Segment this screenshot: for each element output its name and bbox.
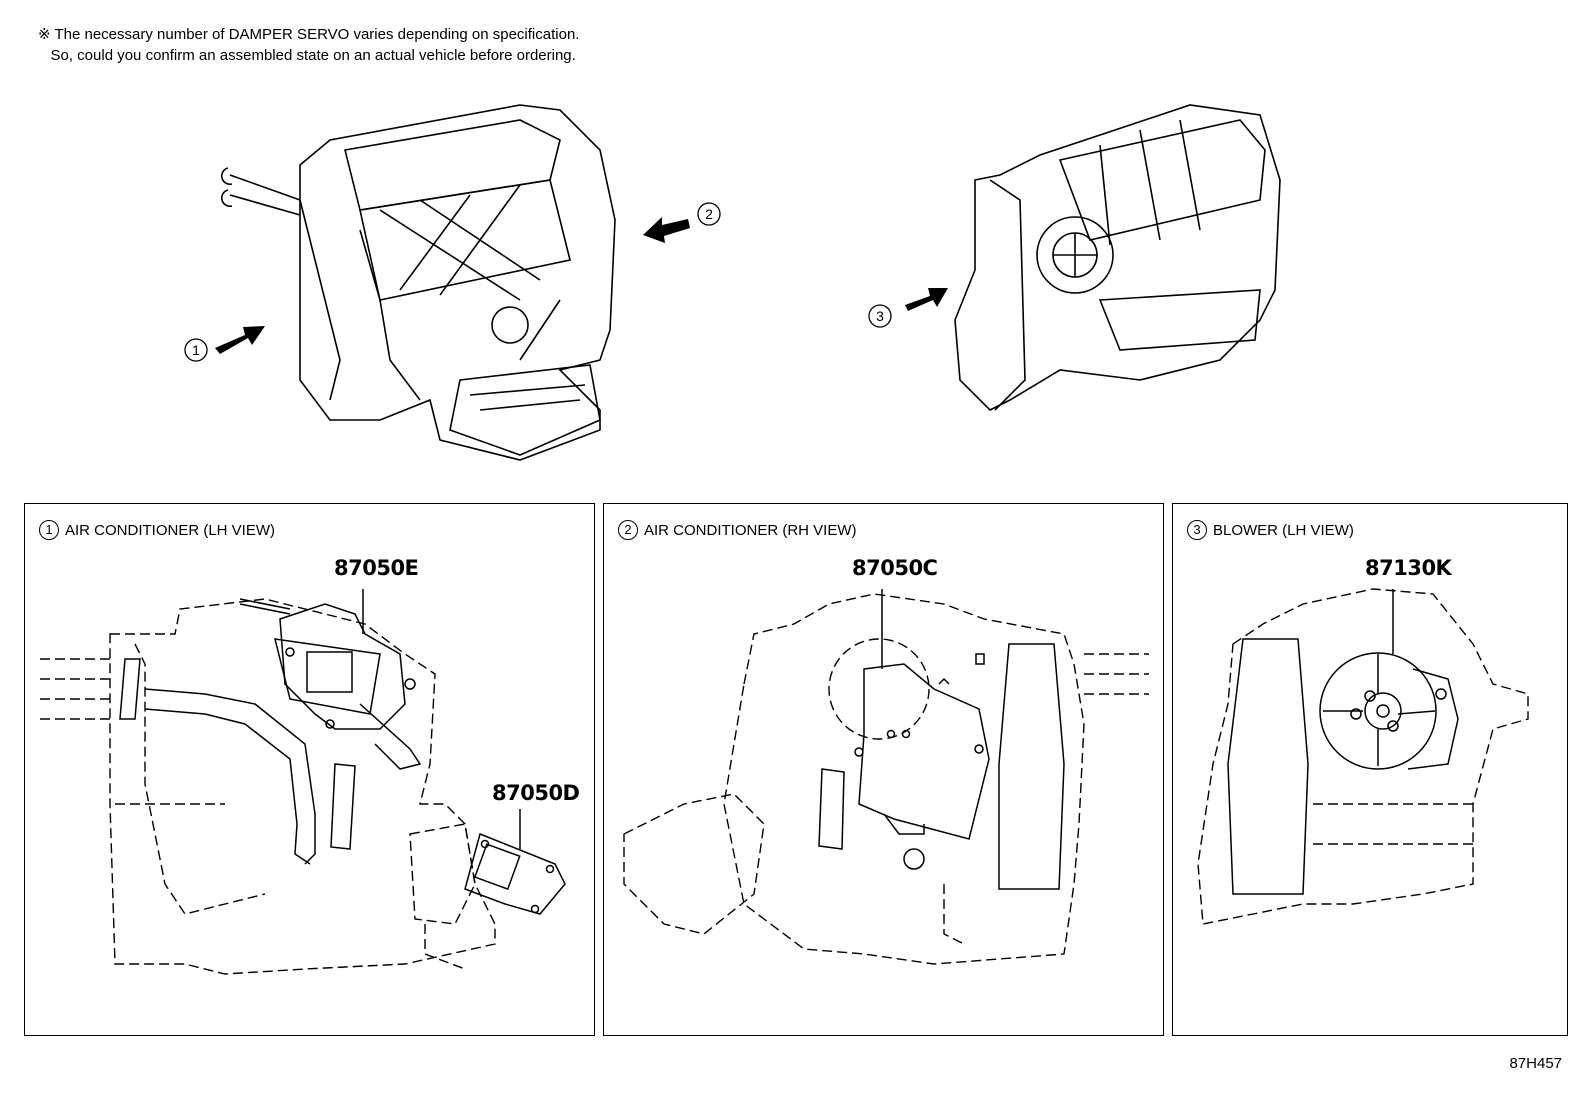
panel-3-drawing (1197, 588, 1529, 925)
diagram-code: 87H457 (1509, 1055, 1562, 1072)
part-number-87130K[interactable]: 87130K (1365, 556, 1452, 580)
part-number-87050D[interactable]: 87050D (492, 781, 580, 805)
overview-illustration: 1 2 3 (184, 104, 1281, 461)
panel-blower-lh: 3 BLOWER (LH VIEW) 87130K (1172, 503, 1568, 1036)
panel-1-title: 1 AIR CONDITIONER (LH VIEW) (39, 520, 275, 540)
panel-air-conditioner-lh: 1 AIR CONDITIONER (LH VIEW) (24, 503, 595, 1036)
callout-3: 3 (876, 308, 884, 324)
panel-air-conditioner-rh: 2 AIR CONDITIONER (RH VIEW) 87050C (603, 503, 1164, 1036)
panel-2-title: 2 AIR CONDITIONER (RH VIEW) (618, 520, 857, 540)
callout-1: 1 (192, 342, 200, 358)
panel-2-number: 2 (618, 520, 638, 540)
note-line-2: So, could you confirm an assembled state… (38, 47, 576, 64)
panel-3-title-text: BLOWER (LH VIEW) (1213, 521, 1354, 539)
panel-3-title: 3 BLOWER (LH VIEW) (1187, 520, 1354, 540)
specification-note: ※ The necessary number of DAMPER SERVO v… (38, 24, 579, 66)
part-number-87050E[interactable]: 87050E (334, 556, 419, 580)
panel-2-drawing (623, 589, 1149, 965)
panel-2-title-text: AIR CONDITIONER (RH VIEW) (644, 521, 857, 539)
callout-2: 2 (705, 206, 713, 222)
note-line-1: ※ The necessary number of DAMPER SERVO v… (38, 26, 580, 43)
part-number-87050C[interactable]: 87050C (852, 556, 938, 580)
panel-1-drawing (40, 589, 566, 975)
panel-1-title-text: AIR CONDITIONER (LH VIEW) (65, 521, 276, 539)
panel-1-number: 1 (39, 520, 59, 540)
panel-3-number: 3 (1187, 520, 1207, 540)
